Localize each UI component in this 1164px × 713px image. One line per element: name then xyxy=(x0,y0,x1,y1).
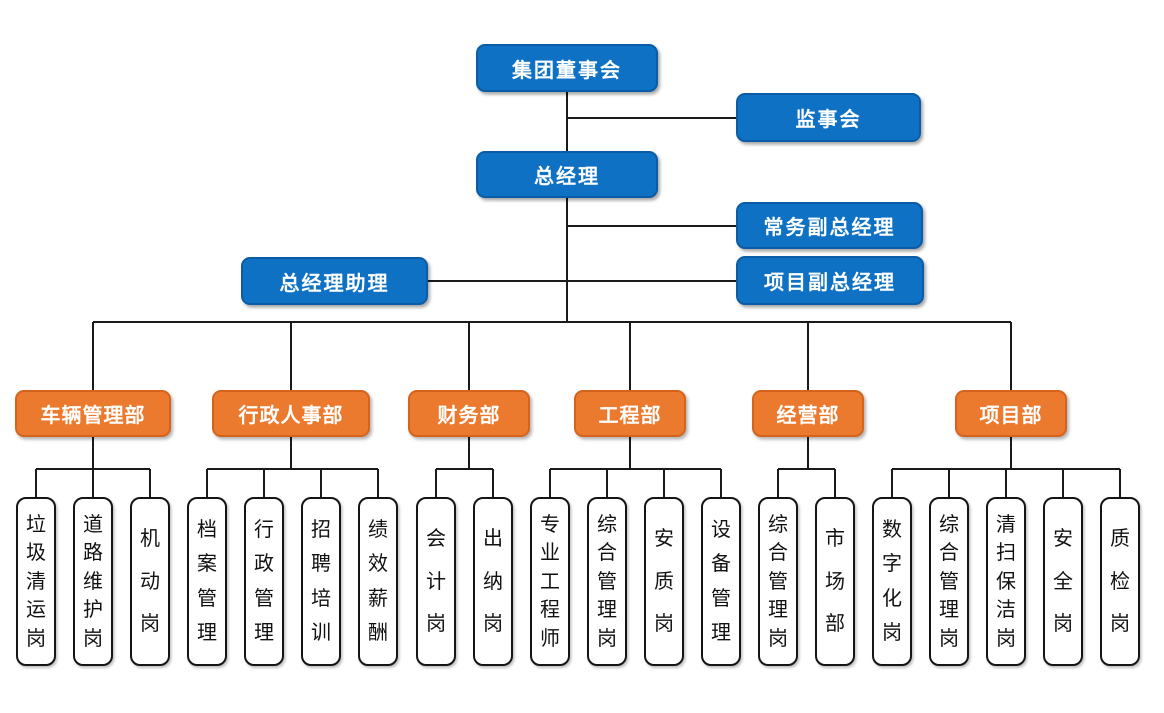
position-box: 行政管理 xyxy=(244,497,284,666)
position-label: 垃圾清运岗 xyxy=(26,513,46,650)
department-box-operations: 经营部 xyxy=(752,390,864,437)
position-label: 安全岗 xyxy=(1053,527,1073,636)
supervisory-board-box: 监事会 xyxy=(736,93,921,142)
executive-deputy-gm-box: 常务副总经理 xyxy=(736,202,923,249)
position-box: 市场部 xyxy=(815,497,855,666)
position-label: 设备管理 xyxy=(711,519,731,644)
position-box: 清扫保洁岗 xyxy=(986,497,1026,666)
department-box-finance: 财务部 xyxy=(408,390,530,437)
position-box: 数字化岗 xyxy=(872,497,912,666)
position-box: 招聘培训 xyxy=(301,497,341,666)
position-box: 安全岗 xyxy=(1043,497,1083,666)
project-deputy-gm-box: 项目副总经理 xyxy=(736,256,924,305)
position-label: 道路维护岗 xyxy=(83,513,103,650)
position-label: 市场部 xyxy=(825,527,845,636)
position-label: 清扫保洁岗 xyxy=(996,513,1016,650)
department-box-project: 项目部 xyxy=(955,390,1067,437)
connector-group xyxy=(35,92,1121,497)
position-label: 数字化岗 xyxy=(882,519,902,644)
position-label: 综合管理岗 xyxy=(768,513,788,650)
position-box: 综合管理岗 xyxy=(758,497,798,666)
position-box: 道路维护岗 xyxy=(73,497,113,666)
position-label: 行政管理 xyxy=(254,519,274,644)
department-box-admin-hr: 行政人事部 xyxy=(212,390,370,437)
position-label: 会计岗 xyxy=(426,527,446,636)
position-label: 出纳岗 xyxy=(483,527,503,636)
position-box: 安质岗 xyxy=(644,497,684,666)
board-of-directors-box: 集团董事会 xyxy=(476,44,658,92)
position-label: 专业工程师 xyxy=(540,513,560,650)
position-box: 质检岗 xyxy=(1100,497,1140,666)
general-manager-box: 总经理 xyxy=(476,151,658,198)
position-box: 综合管理岗 xyxy=(929,497,969,666)
position-label: 机动岗 xyxy=(140,527,160,636)
position-box: 绩效薪酬 xyxy=(358,497,398,666)
position-label: 招聘培训 xyxy=(311,519,331,644)
position-label: 绩效薪酬 xyxy=(368,519,388,644)
department-box-engineering: 工程部 xyxy=(574,390,686,437)
position-box: 专业工程师 xyxy=(530,497,570,666)
gm-assistant-box: 总经理助理 xyxy=(241,257,428,305)
position-box: 垃圾清运岗 xyxy=(16,497,56,666)
position-label: 综合管理岗 xyxy=(597,513,617,650)
position-label: 综合管理岗 xyxy=(939,513,959,650)
position-box: 设备管理 xyxy=(701,497,741,666)
position-label: 档案管理 xyxy=(197,519,217,644)
position-box: 综合管理岗 xyxy=(587,497,627,666)
position-label: 质检岗 xyxy=(1110,527,1130,636)
position-box: 出纳岗 xyxy=(473,497,513,666)
department-box-vehicle-management: 车辆管理部 xyxy=(15,390,171,437)
position-box: 机动岗 xyxy=(130,497,170,666)
position-label: 安质岗 xyxy=(654,527,674,636)
position-box: 档案管理 xyxy=(187,497,227,666)
position-box: 会计岗 xyxy=(416,497,456,666)
